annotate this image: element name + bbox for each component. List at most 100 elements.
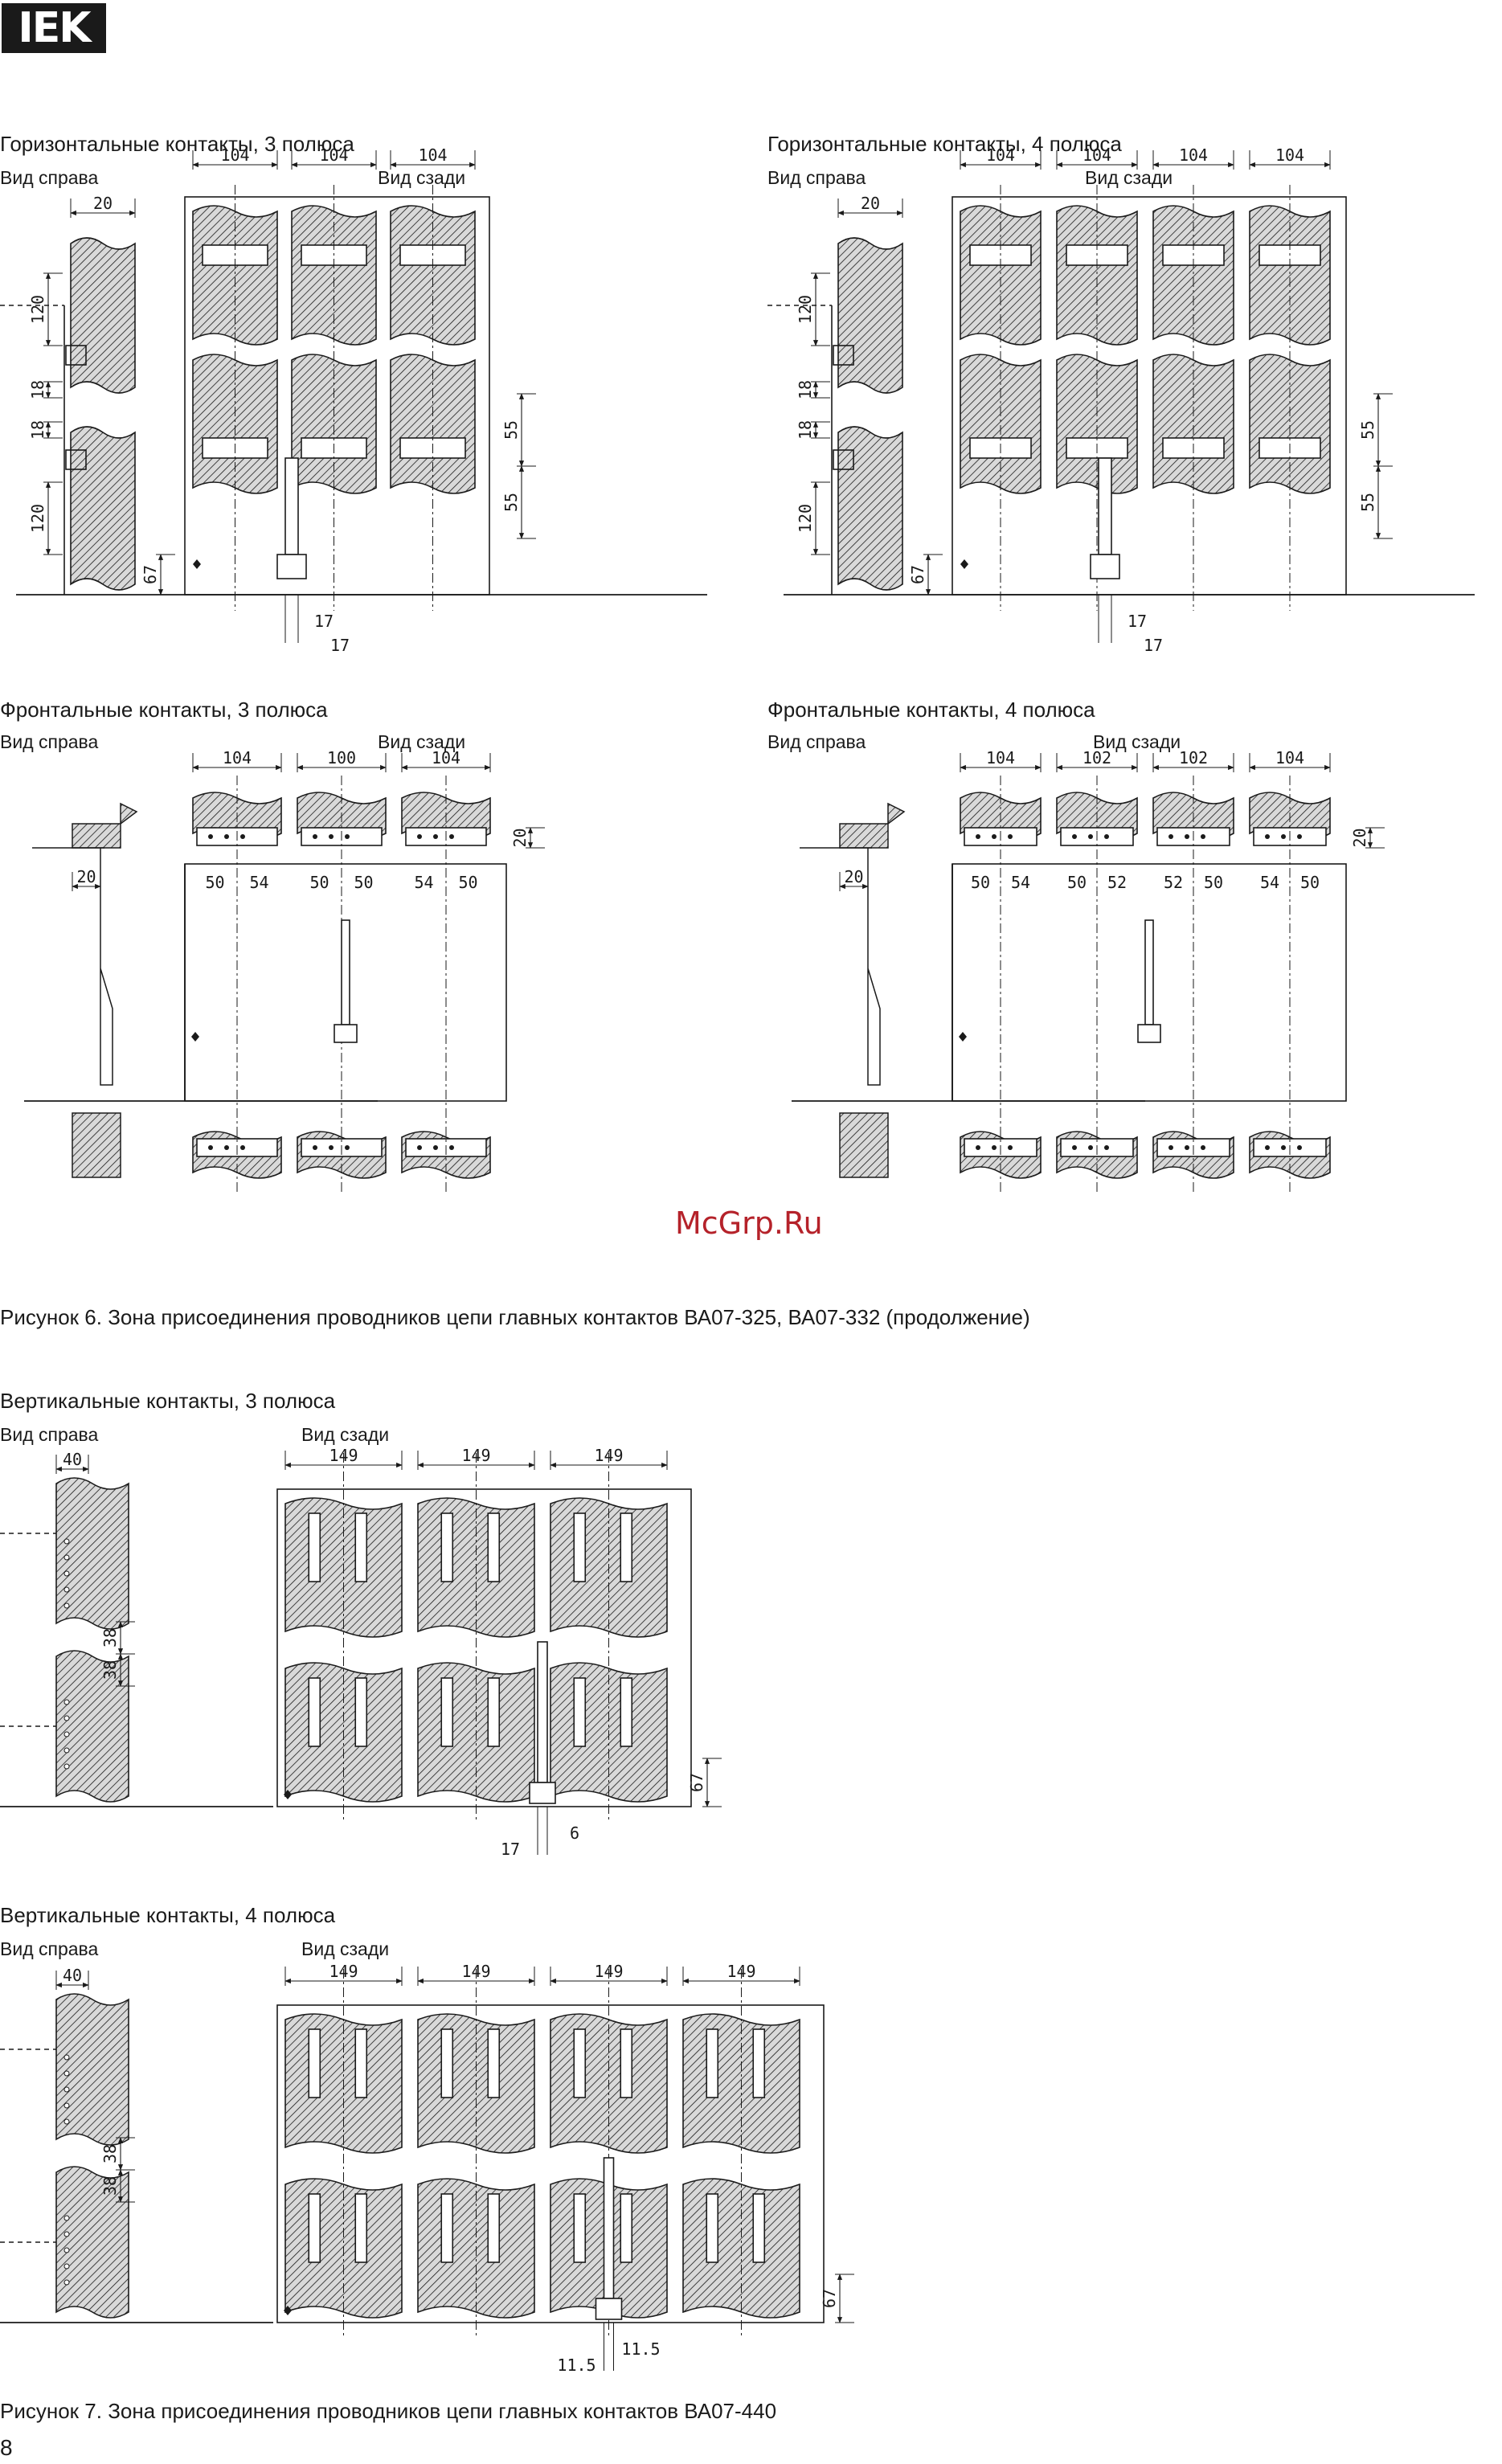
bolt-hole	[1281, 1145, 1286, 1150]
terminal-slot	[440, 1677, 454, 1747]
dimension-label: 104	[1275, 748, 1304, 767]
dimension-label: 149	[726, 1962, 755, 1981]
terminal-slot	[440, 1512, 454, 1582]
mount-marker	[193, 559, 201, 569]
handle-head	[529, 1782, 556, 1804]
dimension-label: 20	[861, 194, 880, 213]
bolt-hole	[240, 1145, 245, 1150]
label-rear-view: Вид сзади	[1085, 167, 1173, 188]
side-busbar-lower	[55, 2166, 129, 2319]
dimension-label: 104	[223, 748, 252, 767]
bolt-hole	[329, 834, 334, 839]
rear-busbar-upper	[390, 205, 476, 346]
bolt-hole	[1072, 834, 1077, 839]
terminal-slot	[620, 2028, 633, 2098]
bolt-hole	[63, 2102, 70, 2109]
bolt-hole	[208, 1145, 213, 1150]
handle-stem	[284, 457, 299, 555]
dimension-label: 18	[796, 380, 815, 399]
label-side-view: Вид справа	[0, 1938, 99, 1959]
dimension-label: 149	[461, 1446, 490, 1465]
section-title-front-4: Фронтальные контакты, 4 полюса	[767, 698, 1095, 722]
section-title-vertical-4: Вертикальные контакты, 4 полюса	[0, 1903, 336, 1927]
label-rear-view: Вид сзади	[301, 1424, 390, 1445]
dimension-label: 38	[100, 1660, 120, 1680]
dimension-label: 55	[1358, 493, 1377, 512]
bolt-hole	[63, 1538, 70, 1545]
bolt-hole	[224, 1145, 229, 1150]
bolt-hole	[433, 834, 438, 839]
bolt-hole	[417, 834, 422, 839]
terminal-slot	[308, 1677, 321, 1747]
dimension-label: 54	[1260, 873, 1279, 892]
terminal-slot	[487, 1677, 501, 1747]
mount-marker	[284, 1790, 292, 1799]
rear-body-outline	[276, 2004, 825, 2323]
bolt-hole	[240, 834, 245, 839]
dimension-label: 54	[414, 873, 433, 892]
dimension-label: 67	[908, 565, 927, 584]
dimension-label: 67	[687, 1773, 706, 1792]
handle-head	[1137, 1024, 1161, 1043]
dimension-label: 17	[501, 1840, 520, 1859]
bolt-hole	[63, 1731, 70, 1737]
mount-marker	[284, 2306, 292, 2315]
bolt-hole	[1297, 1145, 1302, 1150]
terminal-slot	[308, 1512, 321, 1582]
bolt-hole	[1281, 834, 1286, 839]
bolt-hole	[1168, 834, 1173, 839]
dimension-label: 40	[63, 1450, 82, 1469]
terminal-slot	[440, 2193, 454, 2263]
bolt-hole	[1185, 834, 1189, 839]
side-body-outline	[100, 848, 113, 1086]
dimension-label: 6	[570, 1823, 579, 1843]
dimension-label: 67	[820, 2289, 839, 2308]
dimension-label: 18	[796, 420, 815, 440]
handle-stem	[1144, 919, 1154, 1025]
dimension-label: 102	[1179, 748, 1208, 767]
dimension-label: 50	[458, 873, 477, 892]
label-rear-view: Вид сзади	[378, 731, 466, 752]
side-busbar-lower	[55, 1650, 129, 1803]
handle-head	[1090, 554, 1120, 579]
dimension-label: 11.5	[621, 2339, 660, 2359]
label-side-view: Вид справа	[767, 731, 866, 752]
bolt-hole	[63, 2054, 70, 2061]
dimension-label: 120	[796, 295, 815, 324]
terminal-slot	[354, 2193, 368, 2263]
rear-busbar-upper	[960, 205, 1042, 346]
bolt-hole	[976, 1145, 980, 1150]
bolt-hole	[1088, 1145, 1093, 1150]
drawing-outline	[65, 449, 87, 470]
bolt-hole	[1088, 834, 1093, 839]
bolt-hole	[417, 1145, 422, 1150]
bolt-hole	[63, 1763, 70, 1770]
bolt-hole	[1185, 1145, 1189, 1150]
label-rear-view: Вид сзади	[301, 1938, 390, 1959]
dimension-label: 17	[1144, 636, 1163, 655]
bolt-hole	[433, 1145, 438, 1150]
rear-body-outline	[952, 196, 1347, 596]
bolt-hole	[208, 834, 213, 839]
handle-stem	[1098, 457, 1112, 555]
terminal-slot	[620, 2193, 633, 2263]
bolt-hole	[1297, 834, 1302, 839]
dimension-label: 104	[432, 748, 460, 767]
dimension-label: 120	[796, 504, 815, 533]
rear-busbar-upper	[1056, 205, 1138, 346]
bolt-hole	[449, 1145, 454, 1150]
dimension-label: 52	[1107, 873, 1127, 892]
terminal-slot	[573, 1677, 587, 1747]
dimension-label: 149	[594, 1962, 623, 1981]
bolt-hole	[63, 2215, 70, 2221]
side-busbar-upper	[70, 237, 136, 394]
rear-body-outline	[276, 1488, 692, 1807]
terminal-slot	[573, 1512, 587, 1582]
bolt-hole	[1008, 1145, 1013, 1150]
page-number: 8	[0, 2435, 13, 2460]
bolt-hole	[345, 834, 350, 839]
side-busbar-lower	[72, 1112, 121, 1178]
dimension-label: 18	[28, 380, 47, 399]
